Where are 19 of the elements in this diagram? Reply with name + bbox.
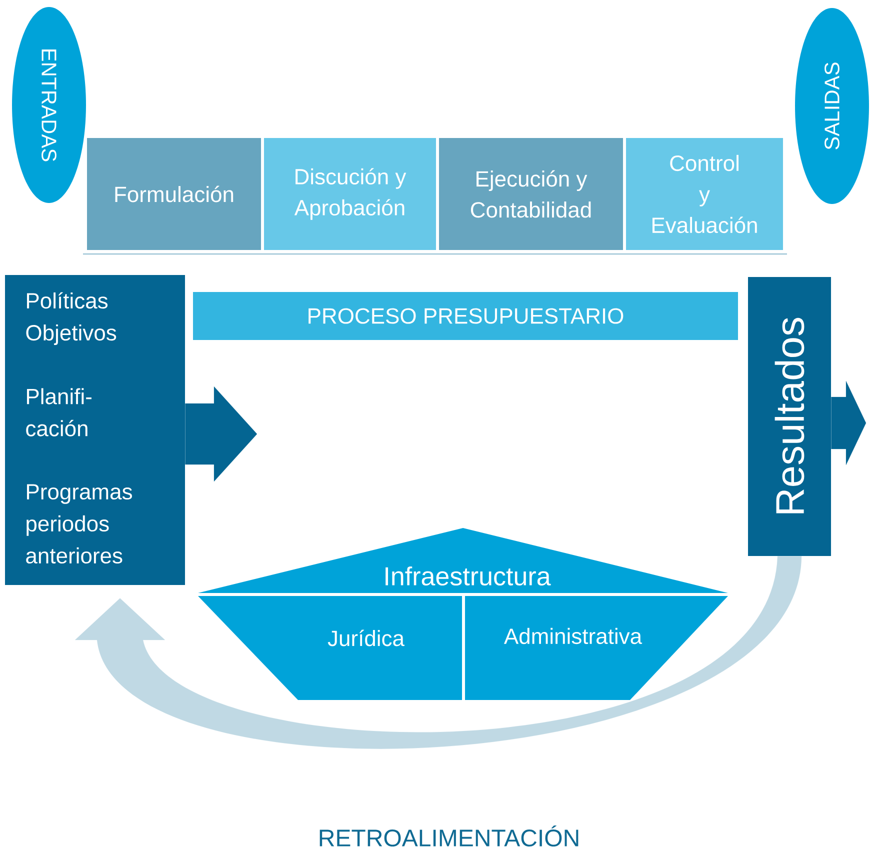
oval-tag: SALIDAS [795,8,869,204]
block-arrow [831,380,866,466]
input-box [5,275,185,585]
feedback-arrow [74,556,802,749]
stage-box: Discución y Aprobación [264,138,436,250]
input-item: Políticas Objetivos [26,292,116,345]
stage-box: Ejecución y Contabilidad [439,138,623,250]
stage-box: Control y Evaluación [626,138,783,250]
roof-triangle: Infraestructura [198,528,728,593]
process-band: PROCESO PRESUPUESTARIO [193,292,738,340]
block-arrow [185,386,258,482]
result-box: Resultados [748,277,831,556]
base-block: Jurídica [198,596,462,700]
feedback-label: RETROALIMENTACIÓN [320,825,578,847]
oval-tag: ENTRADAS [12,7,86,203]
stage-box: Formulación [87,138,261,250]
input-item: Programas periodos anteriores [26,484,132,564]
base-block: Administrativa [465,596,728,700]
input-item: Planifi- cación [26,388,92,436]
